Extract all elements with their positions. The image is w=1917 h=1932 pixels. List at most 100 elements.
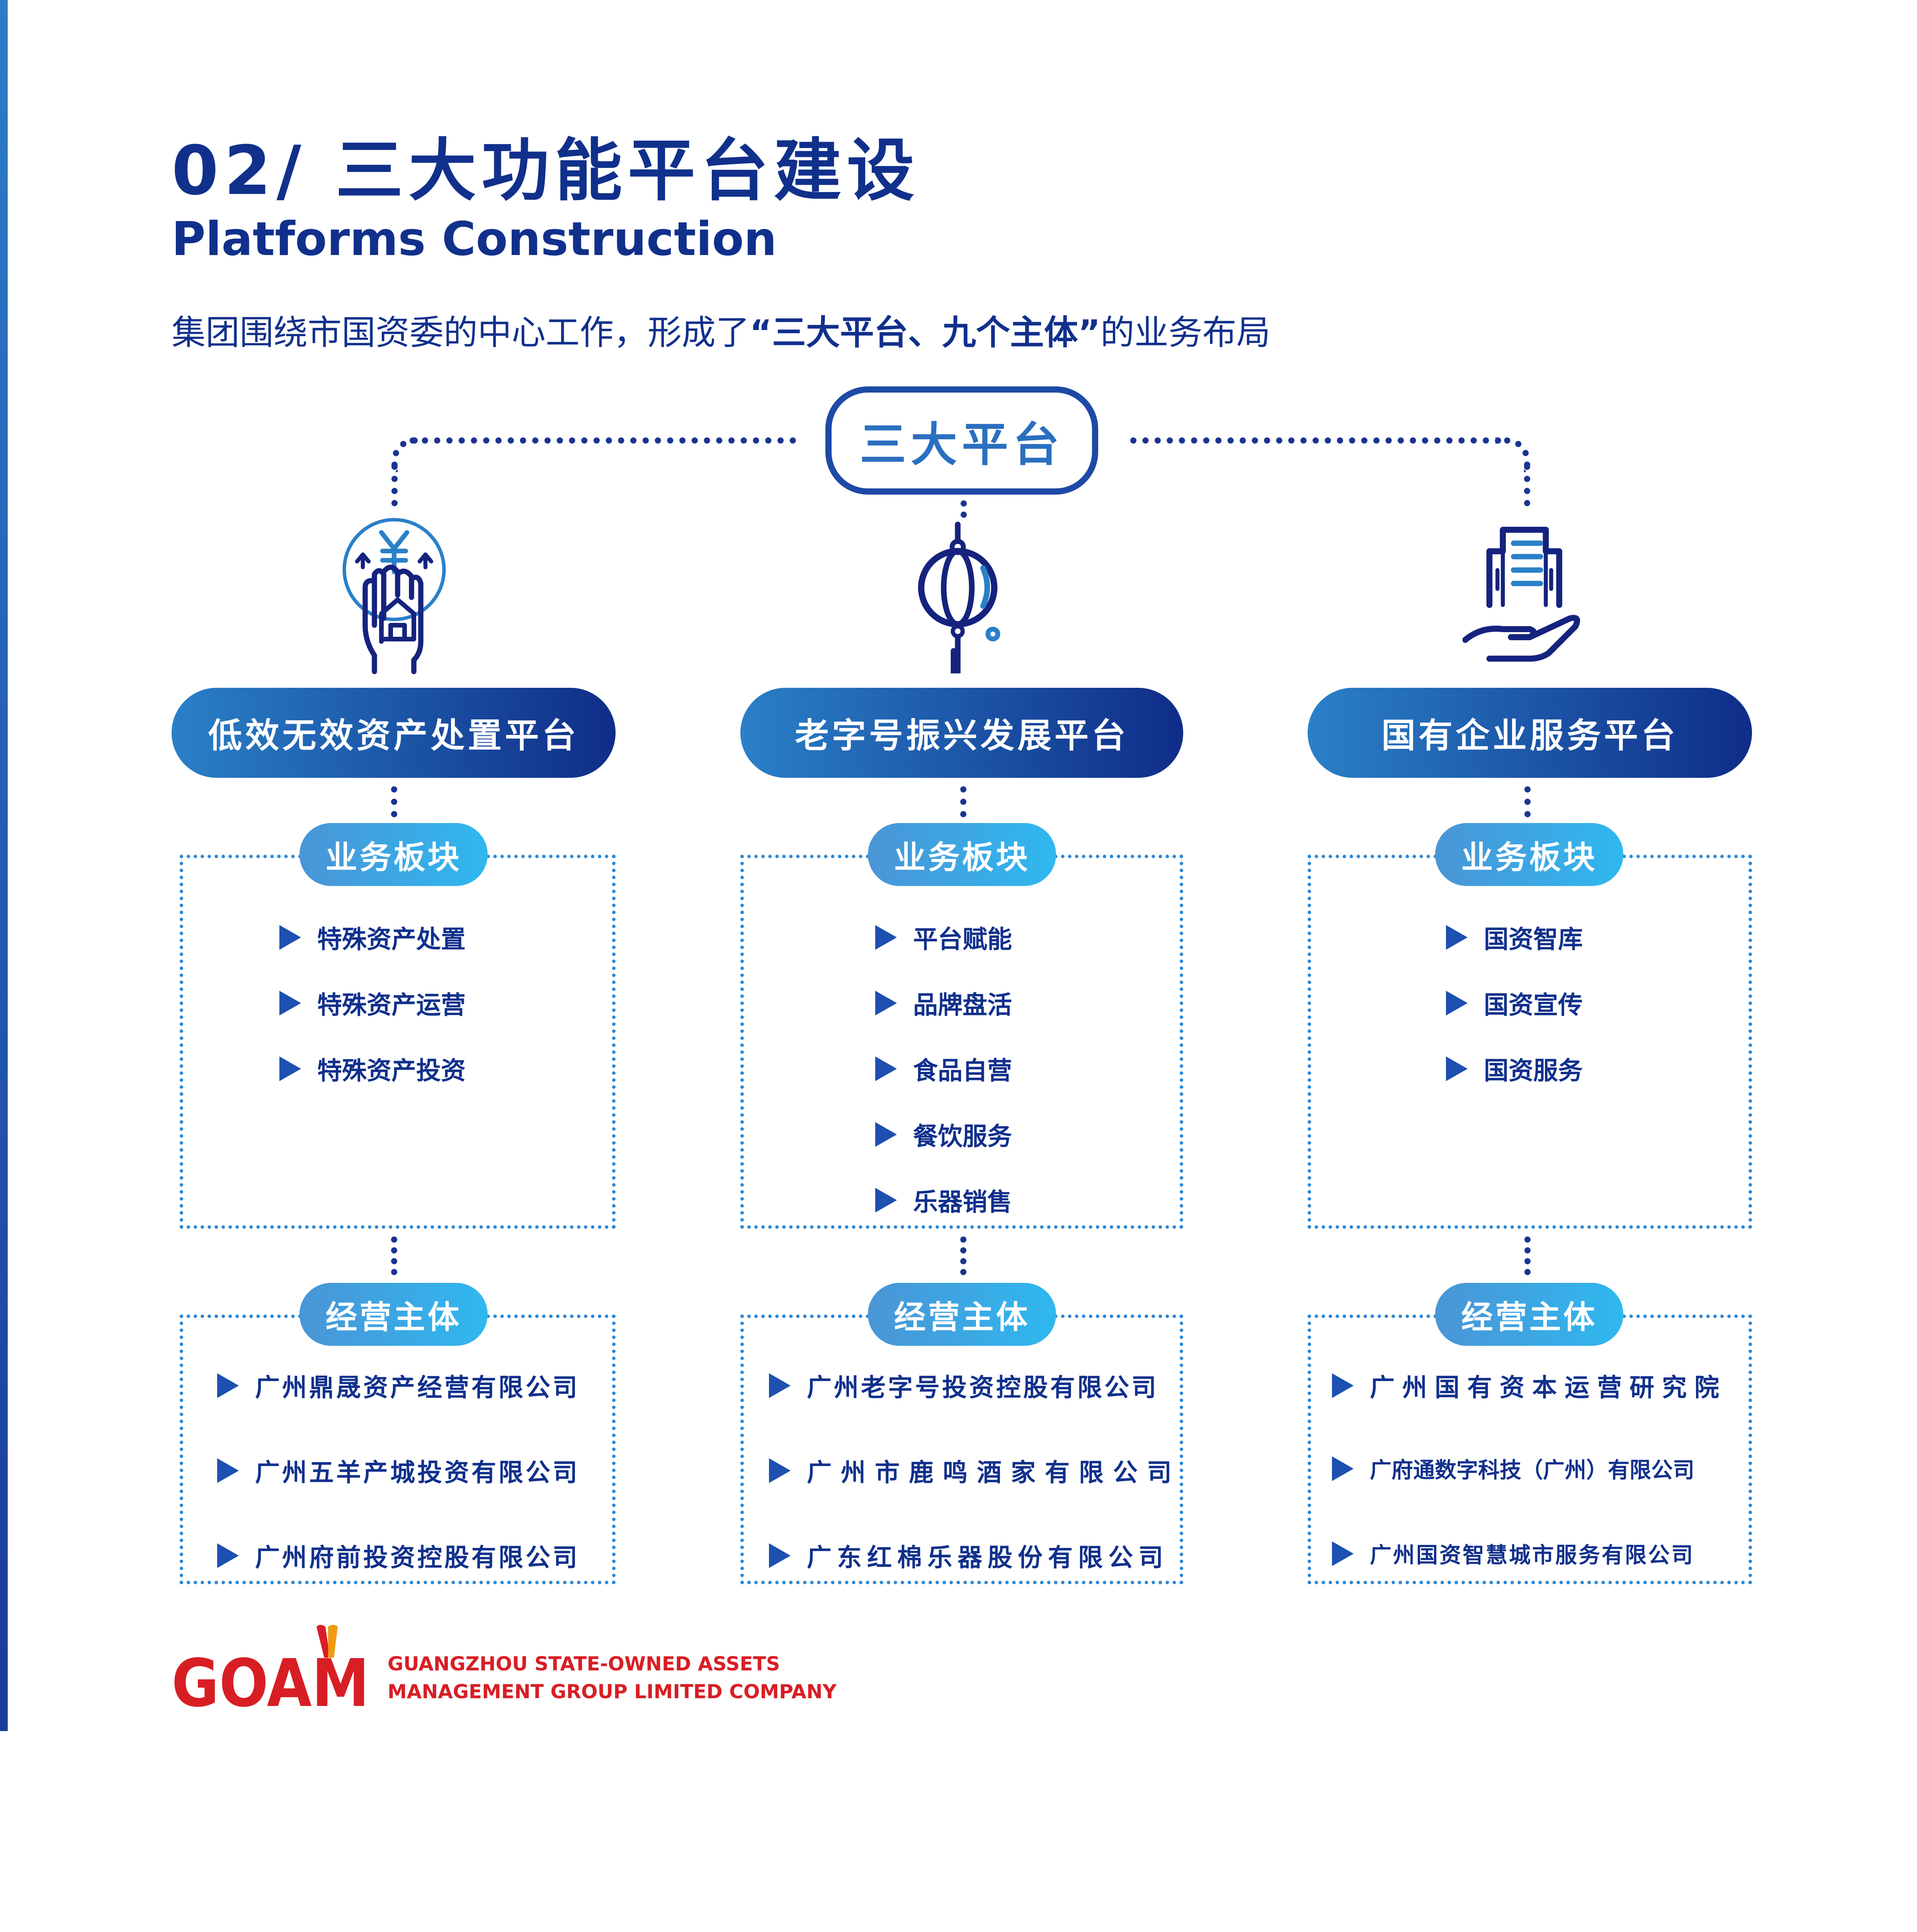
entity-badge: 经营主体: [868, 1283, 1056, 1346]
platform-name: 老字号振兴发展平台: [794, 716, 1129, 755]
root-node: 三大平台: [825, 386, 1098, 495]
triangle-bullet-icon: [1332, 1541, 1354, 1566]
business-badge-label: 业务板块: [325, 839, 462, 876]
intro-prefix: 集团围绕市国资委的中心工作，形成了: [172, 313, 750, 352]
entity-item-label: 广东红棉乐器股份有限公司: [807, 1544, 1169, 1572]
business-item: 特殊资产投资: [279, 1051, 466, 1087]
connector-middle-drop: [961, 500, 967, 518]
connector-right: [1130, 437, 1501, 444]
triangle-bullet-icon: [1332, 1373, 1354, 1398]
platform-pill-soe-services: 国有企业服务平台: [1308, 688, 1752, 778]
intro-suffix: 的业务布局: [1100, 313, 1271, 352]
entity-item: 广州鼎晟资产经营有限公司: [217, 1368, 580, 1403]
entity-item-label: 广州国有资本运营研究院: [1370, 1374, 1727, 1402]
triangle-bullet-icon: [279, 925, 301, 950]
business-item-label: 品牌盘活: [913, 991, 1012, 1020]
entity-item-label: 广州老字号投资控股有限公司: [807, 1374, 1158, 1402]
triangle-bullet-icon: [769, 1458, 791, 1483]
left-accent-stripe: [0, 0, 8, 1731]
entity-item-label: 广府通数字科技（广州）有限公司: [1370, 1458, 1694, 1483]
entity-item-label: 广州市鹿鸣酒家有限公司: [807, 1459, 1181, 1487]
triangle-bullet-icon: [1446, 1056, 1468, 1081]
entity-item-label: 广州国资智慧城市服务有限公司: [1370, 1543, 1694, 1568]
triangle-bullet-icon: [875, 1122, 897, 1147]
company-name-line2: MANAGEMENT GROUP LIMITED COMPANY: [388, 1680, 837, 1703]
hand-building-icon: [1463, 527, 1580, 662]
business-badge: 业务板块: [868, 823, 1056, 886]
lantern-icon: [918, 522, 1000, 673]
entity-badge: 经营主体: [299, 1283, 488, 1346]
platform-pill-time-honored-brands: 老字号振兴发展平台: [740, 688, 1183, 778]
connector-dots: [1524, 1236, 1531, 1275]
entity-item: 广东红棉乐器股份有限公司: [769, 1538, 1169, 1573]
business-box: [180, 855, 616, 1229]
entity-item: 广州老字号投资控股有限公司: [769, 1368, 1158, 1403]
business-badge: 业务板块: [299, 823, 488, 886]
entity-item: 广府通数字科技（广州）有限公司: [1332, 1453, 1694, 1484]
connector-dots: [1524, 786, 1531, 817]
business-item-label: 特殊资产投资: [317, 1057, 466, 1085]
entity-item-label: 广州鼎晟资产经营有限公司: [255, 1374, 580, 1402]
business-item-label: 特殊资产运营: [317, 991, 466, 1020]
business-badge: 业务板块: [1435, 823, 1623, 886]
platform-name: 低效无效资产处置平台: [208, 716, 579, 755]
business-box: [1308, 855, 1752, 1229]
connector-dots: [391, 1236, 397, 1275]
triangle-bullet-icon: [217, 1458, 239, 1483]
platform-pill-asset-disposal: 低效无效资产处置平台: [172, 688, 616, 778]
business-item-label: 乐器销售: [913, 1188, 1012, 1217]
business-item-label: 国资智库: [1484, 925, 1583, 954]
business-badge-label: 业务板块: [1461, 839, 1597, 876]
business-item: 乐器销售: [875, 1182, 1012, 1218]
entity-item-label: 广州五羊产城投资有限公司: [255, 1459, 580, 1487]
triangle-bullet-icon: [875, 1188, 897, 1213]
connector-left: [410, 437, 796, 444]
entity-item: 广州国资智慧城市服务有限公司: [1332, 1538, 1694, 1569]
triangle-bullet-icon: [875, 991, 897, 1015]
intro-text: 集团围绕市国资委的中心工作，形成了“三大平台、九个主体”的业务布局: [172, 305, 1271, 354]
triangle-bullet-icon: [1446, 925, 1468, 950]
entity-badge: 经营主体: [1435, 1283, 1623, 1346]
triangle-bullet-icon: [1332, 1456, 1354, 1481]
triangle-bullet-icon: [769, 1543, 791, 1568]
company-name: GUANGZHOU STATE-OWNED ASSETS MANAGEMENT …: [388, 1650, 837, 1706]
entity-badge-label: 经营主体: [894, 1299, 1030, 1336]
business-item-label: 特殊资产处置: [317, 925, 466, 954]
entity-item: 广州市鹿鸣酒家有限公司: [769, 1453, 1181, 1488]
page-subtitle: Platforms Construction: [172, 213, 777, 266]
entity-badge-label: 经营主体: [325, 1299, 462, 1336]
connector-dots: [391, 786, 397, 817]
business-item: 餐饮服务: [875, 1117, 1012, 1152]
business-item-label: 国资宣传: [1484, 991, 1583, 1020]
connector-left-drop: [391, 464, 398, 506]
page-title: 02/ 三大功能平台建设: [172, 132, 920, 210]
company-name-line1: GUANGZHOU STATE-OWNED ASSETS: [388, 1653, 780, 1675]
business-badge-label: 业务板块: [894, 839, 1030, 876]
business-item-label: 国资服务: [1484, 1057, 1583, 1085]
triangle-bullet-icon: [1446, 991, 1468, 1015]
entity-badge-label: 经营主体: [1461, 1299, 1597, 1336]
business-item: 平台赋能: [875, 920, 1012, 955]
triangle-bullet-icon: [875, 925, 897, 950]
triangle-bullet-icon: [279, 991, 301, 1015]
platform-name: 国有企业服务平台: [1381, 716, 1678, 755]
entity-item: 广州府前投资控股有限公司: [217, 1538, 580, 1573]
entity-item-label: 广州府前投资控股有限公司: [255, 1544, 580, 1572]
business-item: 特殊资产运营: [279, 985, 466, 1021]
business-item: 国资智库: [1446, 920, 1583, 955]
business-item: 国资服务: [1446, 1051, 1583, 1087]
entity-item: 广州国有资本运营研究院: [1332, 1368, 1727, 1403]
business-item-label: 餐饮服务: [913, 1122, 1012, 1151]
triangle-bullet-icon: [217, 1373, 239, 1398]
triangle-bullet-icon: [875, 1056, 897, 1081]
intro-emphasis: “三大平台、九个主体”: [750, 313, 1101, 352]
business-item-label: 食品自营: [913, 1057, 1012, 1085]
triangle-bullet-icon: [279, 1056, 301, 1081]
connector-dots: [960, 1236, 966, 1275]
business-item: 食品自营: [875, 1051, 1012, 1087]
svg-text:GOAM: GOAM: [172, 1645, 369, 1712]
business-box: [740, 855, 1183, 1229]
triangle-bullet-icon: [769, 1373, 791, 1398]
entity-item: 广州五羊产城投资有限公司: [217, 1453, 580, 1488]
connector-right-drop: [1524, 464, 1530, 506]
